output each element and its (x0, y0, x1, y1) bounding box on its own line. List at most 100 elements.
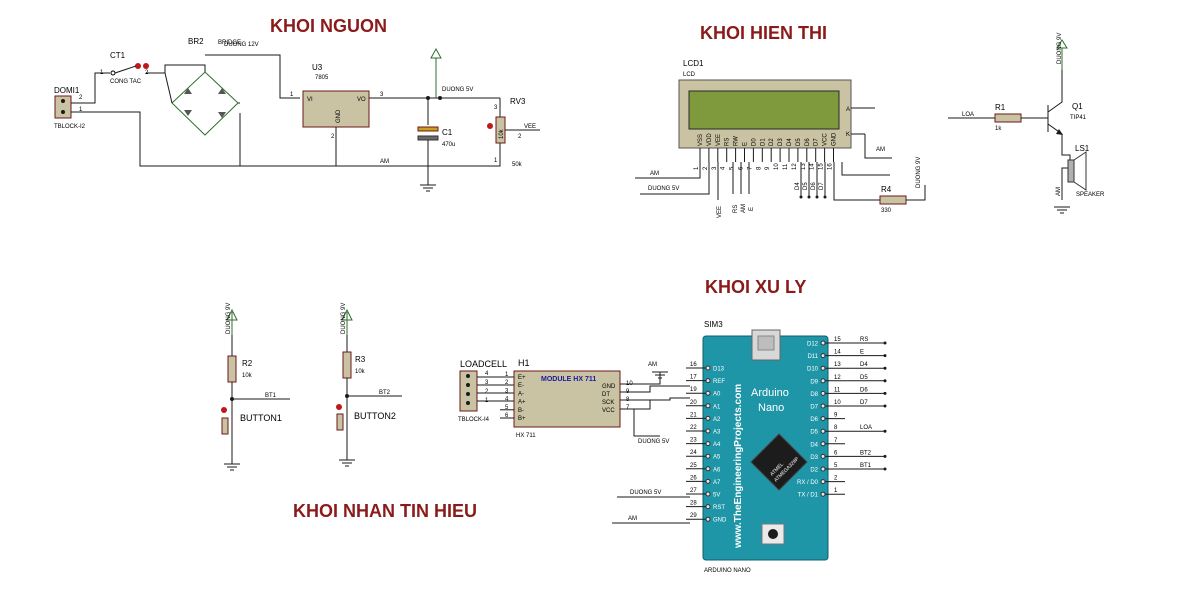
arduino-pin-number: 19 (690, 387, 697, 393)
arduino-pin-number: 20 (690, 400, 697, 406)
domi1-connector[interactable] (54, 95, 72, 119)
button2-switch[interactable] (336, 413, 344, 431)
arduino-pin-pad (820, 340, 826, 346)
arduino-net-label: D6 (860, 387, 868, 393)
rv3-value: 50k (512, 162, 523, 168)
svg-text:2: 2 (331, 134, 335, 140)
hx711-pin-name: DT (602, 392, 610, 398)
lcd1-pin-number: 9 (765, 166, 771, 170)
arduino-pin-pad (820, 416, 826, 422)
arduino-pin-number: 1 (834, 488, 838, 494)
arduino-title-line1: Arduino (751, 387, 789, 399)
arduino-net-label: BT1 (860, 463, 872, 469)
arduino-left-pins: D1316REF17A019A120A221A322A423A524A625A7… (686, 362, 727, 524)
svg-text:GND: GND (336, 109, 342, 123)
svg-text:1: 1 (494, 158, 498, 164)
arduino-pin-number: 7 (834, 438, 838, 444)
lcd1-pin-number: 1 (694, 166, 700, 170)
arduino-pin-name: D5 (810, 430, 818, 436)
arduino-footer: ARDUINO NANO (704, 568, 751, 574)
lcd1-pin-name: D2 (769, 138, 775, 146)
ct1-label: CONG TAC (110, 79, 142, 85)
arduino-pin-pad (820, 428, 826, 434)
ls1-speaker[interactable] (1067, 159, 1075, 183)
hx711-pin-name: SCK (602, 400, 614, 406)
domi1-ref: DOMI1 (54, 86, 80, 95)
arduino-pin-pad (820, 378, 826, 384)
arduino-website: www.TheEngineeringProjects.com (733, 384, 744, 549)
c1-value: 470u (442, 142, 455, 148)
button1-switch[interactable] (221, 417, 229, 435)
lcd1-pin-name: D7 (814, 138, 820, 146)
net-bt1-input: BT1 (265, 393, 277, 399)
lcd1-pin-name: D6 (805, 138, 811, 146)
u3-regulator[interactable] (302, 90, 370, 128)
arduino-pin-number: 6 (834, 450, 838, 456)
lcd1-pin-number: 15 (819, 163, 825, 170)
hx711-pin-number: 1 (505, 372, 509, 378)
hx711-title: MODULE HX 711 (541, 376, 596, 383)
svg-text:D5: D5 (803, 182, 809, 190)
c1-capacitor[interactable] (417, 126, 439, 132)
title-processing-block: KHOI XU LY (705, 277, 806, 297)
arduino-net-end (883, 341, 887, 345)
arduino-pin-name: RX / D0 (797, 480, 819, 486)
r2-resistor[interactable] (227, 355, 237, 383)
lcd1-pin-number: 14 (810, 163, 816, 170)
power-block: DOMI1 TBLOCK-I2 2 1 CT1 1 2 CONG TAC BR2… (54, 37, 540, 192)
lcd1-pin-number: 8 (756, 166, 762, 170)
arduino-net-end (883, 454, 887, 458)
net-am-power: AM (380, 159, 389, 165)
br2-ref: BR2 (188, 37, 204, 46)
arduino-pin-name: D7 (810, 405, 818, 411)
arduino-pin-name: RST (713, 505, 725, 511)
r1-resistor[interactable] (994, 113, 1022, 123)
arduino-pin-number: 12 (834, 375, 841, 381)
rv3-ref: RV3 (510, 97, 526, 106)
arduino-pin-number: 25 (690, 463, 697, 469)
r3-ref: R3 (355, 355, 366, 364)
arduino-pin-number: 21 (690, 412, 697, 418)
svg-text:3: 3 (494, 105, 498, 111)
arduino-pin-name: 5V (713, 493, 720, 499)
r3-value: 10k (355, 369, 366, 375)
r3-resistor[interactable] (342, 351, 352, 379)
loadcell-type: TBLOCK-I4 (458, 417, 490, 423)
loadcell-connector[interactable] (459, 370, 478, 412)
input-block: DUONG 9V R2 10k BT1 BUTTON1 DUONG 9V R3 … (221, 303, 690, 471)
lcd1-type: LCD (683, 72, 696, 78)
net-bt2-input: BT2 (379, 390, 391, 396)
lcd1-pin-number: 4 (721, 166, 727, 170)
arduino-pin-number: 24 (690, 450, 697, 456)
r2-value: 10k (242, 373, 253, 379)
r4-resistor[interactable] (879, 195, 907, 205)
lcd1-pin-number: 10 (774, 163, 780, 170)
arduino-pin-pad (705, 365, 711, 371)
display-block: LCD1 LCD A K VSS1VDD2VEE3RS4RW5E6D07D18D… (635, 33, 1105, 218)
lcd1-pin-name: D5 (796, 138, 802, 146)
arduino-pin-pad (820, 403, 826, 409)
hx711-left-pins: E+1E-2A-3A+4B-5B+6 (500, 372, 526, 422)
hx711-pin-name: B- (518, 408, 524, 414)
arduino-ref: SIM3 (704, 320, 723, 329)
svg-text:BRIDGE: BRIDGE (218, 40, 241, 46)
arduino-net-end (883, 391, 887, 395)
arduino-pin-pad (705, 415, 711, 421)
hx711-pin-number: 6 (505, 413, 509, 419)
ls1-ref: LS1 (1075, 144, 1090, 153)
arduino-pin-name: D8 (810, 392, 818, 398)
net-5v-hx: DUONG 5V (638, 439, 669, 445)
svg-text:2: 2 (518, 134, 522, 140)
arduino-pin-number: 13 (834, 362, 841, 368)
arduino-pin-number: 26 (690, 475, 697, 481)
lcd1-pin-number: 13 (801, 163, 807, 170)
lcd1-pin-name: VSS (698, 134, 704, 146)
arduino-pin-name: A4 (713, 442, 721, 448)
lcd1-pin-number: 3 (712, 166, 718, 170)
lcd1-pin-name: D3 (778, 138, 784, 146)
svg-text:3: 3 (485, 380, 489, 386)
lcd1-pin-number: 16 (828, 163, 834, 170)
hx711-module[interactable] (513, 370, 621, 428)
arduino-net-label: BT2 (860, 450, 872, 456)
